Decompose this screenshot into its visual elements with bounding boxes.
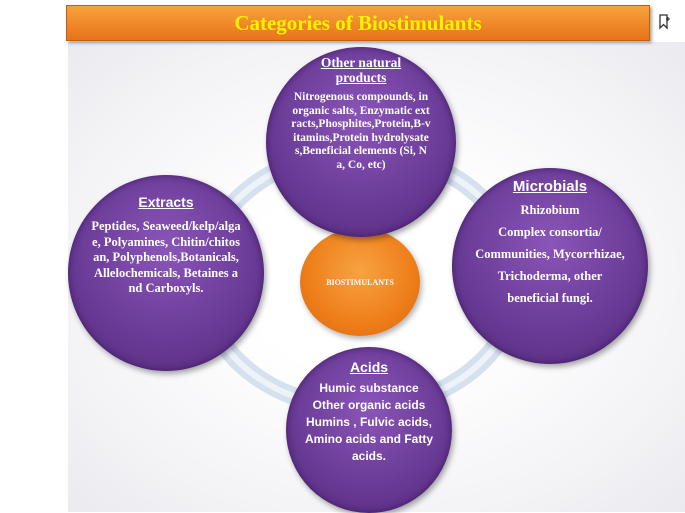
node-acids: Acids Humic substance Other organic acid…	[286, 347, 452, 513]
node-heading: Other natural products	[320, 55, 402, 85]
center-node: BIOSTIMULANTS	[300, 228, 420, 336]
node-line: Rhizobium	[520, 203, 580, 217]
bookmark-icon[interactable]	[658, 14, 670, 30]
node-extracts: Extracts Peptides, Seaweed/kelp/algae, P…	[68, 175, 264, 371]
node-other-natural-products: Other natural products Nitrogenous compo…	[266, 47, 456, 237]
slide-title: Categories of Biostimulants	[234, 10, 482, 35]
node-body: Nitrogenous compounds, inorganic salts, …	[291, 91, 431, 171]
node-heading: Extracts	[138, 194, 194, 210]
node-heading: Microbials	[512, 178, 588, 195]
node-heading: Acids	[349, 359, 389, 375]
node-microbials: Microbials Rhizobium Complex consortia/ …	[452, 168, 648, 364]
node-line: Complex consortia/	[498, 225, 602, 239]
node-line: beneficial fungi.	[507, 291, 593, 305]
center-label: BIOSTIMULANTS	[326, 277, 394, 287]
node-line: Trichoderma, other	[497, 269, 603, 283]
node-body: Rhizobium Complex consortia/ Communities…	[475, 202, 625, 312]
node-body: Peptides, Seaweed/kelp/algae, Polyamines…	[91, 219, 241, 295]
title-banner: Categories of Biostimulants	[66, 5, 650, 41]
node-body: Humic substance Other organic acids Humi…	[304, 381, 434, 463]
node-line: Communities, Mycorrhizae,	[475, 247, 625, 261]
